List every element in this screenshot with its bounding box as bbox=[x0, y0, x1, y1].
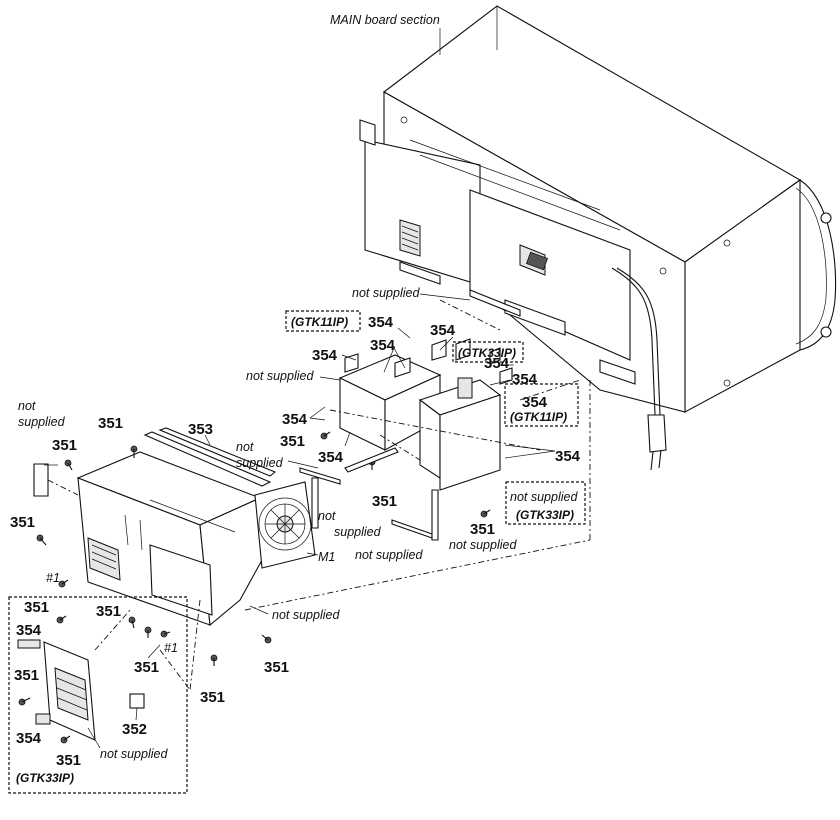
gtk11ip-label-top: (GTK11IP) bbox=[291, 315, 348, 329]
part-351-k: 351 bbox=[14, 667, 39, 684]
part-354-g: 354 bbox=[522, 394, 548, 411]
part-351-g: 351 bbox=[24, 599, 49, 616]
main-board-section-label: MAIN board section bbox=[330, 13, 440, 27]
part-354-b: 354 bbox=[430, 322, 456, 339]
rail-353 bbox=[143, 427, 277, 487]
part-351-a: 351 bbox=[52, 437, 77, 454]
screw-12 bbox=[60, 735, 71, 744]
part-354-i: 354 bbox=[318, 449, 344, 466]
pointer-lines bbox=[44, 28, 556, 749]
screw-1 bbox=[64, 459, 73, 471]
screw-5 bbox=[128, 616, 136, 629]
spacers bbox=[299, 289, 521, 541]
not-supplied-label-1: not supplied bbox=[352, 286, 420, 300]
part-354-f: 354 bbox=[512, 371, 538, 388]
middle-brackets bbox=[338, 338, 513, 491]
gtk33ip-box-bottom-left bbox=[8, 596, 188, 794]
part-351-m: 351 bbox=[56, 752, 81, 769]
gtk33ip-label-bottom: (GTK33IP) bbox=[16, 771, 74, 785]
part-351-f: 351 bbox=[10, 514, 35, 531]
gtk11ip-box-top bbox=[285, 310, 361, 332]
part-353: 353 bbox=[188, 421, 213, 438]
gtk33ip-box-mid bbox=[452, 341, 524, 363]
screw-3 bbox=[36, 534, 47, 546]
gtk33ip-box-right bbox=[505, 481, 586, 525]
part-354-e: 354 bbox=[484, 355, 510, 372]
not-supplied-label-6: not supplied bbox=[272, 608, 340, 622]
part-351-j: 351 bbox=[134, 659, 159, 676]
hash1-label-a: #1 bbox=[46, 571, 60, 585]
part-351-e: 351 bbox=[470, 521, 495, 538]
power-cord bbox=[611, 267, 667, 471]
fan-m1 bbox=[254, 481, 316, 569]
screw-10 bbox=[56, 615, 67, 624]
not-supplied-label-4: not supplied bbox=[449, 538, 517, 552]
leader-lines bbox=[47, 299, 591, 691]
not-supplied-label-2: not supplied bbox=[246, 369, 314, 383]
left-chassis bbox=[76, 451, 263, 627]
m1-label: M1 bbox=[318, 550, 335, 564]
part-354-d: 354 bbox=[370, 337, 396, 354]
part-354-c: 354 bbox=[312, 347, 338, 364]
not-label-mid: not bbox=[236, 440, 254, 454]
screw-2 bbox=[130, 445, 138, 458]
part-354-h: 354 bbox=[282, 411, 308, 428]
gtk33ip-label-mid: (GTK33IP) bbox=[458, 346, 516, 360]
screw-13 bbox=[320, 431, 331, 440]
screws bbox=[18, 431, 491, 744]
part-354-a: 354 bbox=[368, 314, 394, 331]
supplied-label-left: supplied bbox=[18, 415, 66, 429]
part-354-j: 354 bbox=[555, 448, 581, 465]
part-351-c: 351 bbox=[280, 433, 305, 450]
hash1-label-b: #1 bbox=[164, 641, 178, 655]
part-351-d: 351 bbox=[372, 493, 397, 510]
part-351-i: 351 bbox=[264, 659, 289, 676]
not-label-mid2: not bbox=[318, 509, 336, 523]
screw-6 bbox=[144, 626, 152, 638]
not-supplied-label-3: not supplied bbox=[510, 490, 578, 504]
part-354-l: 354 bbox=[16, 730, 42, 747]
screw-15 bbox=[480, 509, 491, 518]
screw-11 bbox=[18, 697, 31, 706]
screw-7 bbox=[160, 630, 171, 638]
supplied-label-mid2: supplied bbox=[334, 525, 382, 539]
not-supplied-label-5: not supplied bbox=[355, 548, 423, 562]
not-supplied-label-7: not supplied bbox=[100, 747, 168, 761]
screw-4 bbox=[58, 579, 69, 588]
part-354-k: 354 bbox=[16, 622, 42, 639]
supplied-label-mid: supplied bbox=[236, 456, 284, 470]
not-label-left: not bbox=[18, 399, 36, 413]
screw-9 bbox=[261, 634, 272, 644]
part-351-l: 351 bbox=[200, 689, 225, 706]
part-351-h: 351 bbox=[96, 603, 121, 620]
part-351-b: 351 bbox=[98, 415, 123, 432]
gtk11ip-box-right bbox=[504, 383, 579, 427]
part-352: 352 bbox=[122, 721, 147, 738]
dotted-boxes bbox=[8, 310, 586, 794]
gtk11ip-label-right: (GTK11IP) bbox=[510, 410, 567, 424]
fan-grill bbox=[17, 463, 145, 741]
gtk33ip-label-right: (GTK33IP) bbox=[516, 508, 574, 522]
main-board-assembly bbox=[359, 119, 636, 385]
screw-8 bbox=[210, 654, 218, 666]
